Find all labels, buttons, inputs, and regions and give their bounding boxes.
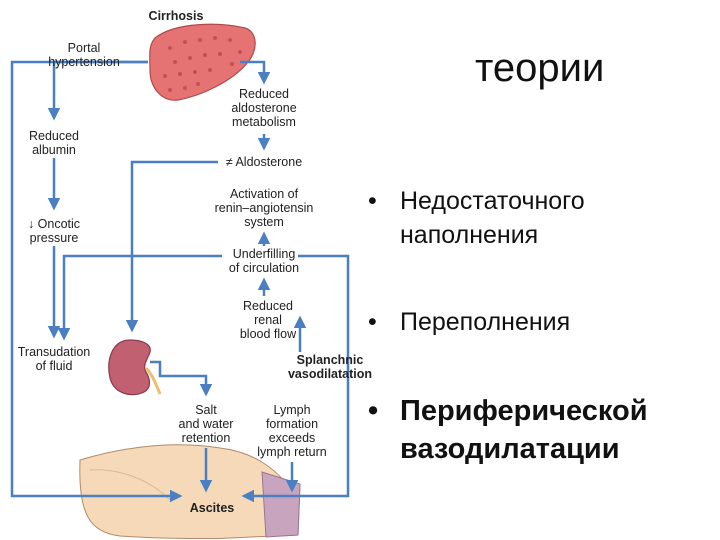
svg-text:blood flow: blood flow: [240, 327, 297, 341]
svg-text:Activation of: Activation of: [230, 187, 299, 201]
svg-text:formation: formation: [266, 417, 318, 431]
bullet-item-overflow: • Переполнения: [368, 305, 720, 339]
svg-text:Reduced: Reduced: [243, 299, 293, 313]
reduced-albumin-label: Reduced albumin: [29, 129, 79, 157]
svg-text:↓ Oncotic: ↓ Oncotic: [28, 217, 80, 231]
liver-texture: [163, 36, 242, 92]
svg-text:exceeds: exceeds: [269, 431, 316, 445]
svg-text:Reduced: Reduced: [239, 87, 289, 101]
svg-text:of fluid: of fluid: [36, 359, 73, 373]
oncotic-pressure-label: ↓ Oncotic pressure: [28, 217, 80, 245]
svg-text:metabolism: metabolism: [232, 115, 296, 129]
svg-text:Transudation: Transudation: [18, 345, 91, 359]
bullet-text: Недостаточного наполнения: [400, 187, 585, 249]
svg-text:Salt: Salt: [195, 403, 217, 417]
svg-text:≠ Aldosterone: ≠ Aldosterone: [226, 155, 302, 169]
bullet-dot: •: [368, 308, 377, 336]
patient-abdomen-illustration: [79, 444, 301, 540]
ascites-pathogenesis-diagram: Cirrhosis Portal hypertension Reduced al…: [10, 9, 372, 540]
reduced-renal-blood-flow-label: Reduced renal blood flow: [240, 299, 297, 341]
bullet-text: Переполнения: [400, 308, 571, 336]
liver-illustration: [149, 23, 256, 101]
svg-text:hypertension: hypertension: [48, 55, 120, 69]
reduced-aldosterone-metabolism-label: Reduced aldosterone metabolism: [231, 87, 296, 129]
cirrhosis-label: Cirrhosis: [149, 9, 204, 23]
svg-text:albumin: albumin: [32, 143, 76, 157]
svg-text:aldosterone: aldosterone: [231, 101, 296, 115]
svg-text:vasodilatation: vasodilatation: [288, 367, 372, 381]
kidney-illustration: [108, 339, 162, 396]
svg-text:system: system: [244, 215, 284, 229]
underfilling-label: Underfilling of circulation: [229, 247, 299, 275]
svg-text:retention: retention: [182, 431, 231, 445]
bullet-dot: •: [368, 187, 377, 215]
svg-text:Cirrhosis: Cirrhosis: [149, 9, 204, 23]
svg-text:of circulation: of circulation: [229, 261, 299, 275]
svg-text:and water: and water: [179, 417, 234, 431]
svg-text:lymph return: lymph return: [257, 445, 327, 459]
lymph-formation-label: Lymph formation exceeds lymph return: [257, 403, 327, 459]
svg-text:Portal: Portal: [68, 41, 101, 55]
aldosterone-label: ≠ Aldosterone: [226, 155, 302, 169]
flow-arrows: [10, 60, 350, 503]
svg-text:Ascites: Ascites: [190, 501, 235, 515]
svg-text:Reduced: Reduced: [29, 129, 79, 143]
bullet-text: Периферической вазодилатации: [400, 395, 648, 465]
svg-text:renal: renal: [254, 313, 282, 327]
bullet-item-underfilling: • Недостаточного наполнения: [368, 184, 720, 252]
raas-activation-label: Activation of renin–angiotensin system: [215, 187, 314, 229]
ascites-label: Ascites: [190, 501, 235, 515]
svg-text:Lymph: Lymph: [273, 403, 310, 417]
bullet-dot: •: [368, 395, 379, 427]
svg-text:Underfilling: Underfilling: [233, 247, 296, 261]
splanchnic-vasodilatation-label: Splanchnic vasodilatation: [288, 353, 372, 381]
bullet-item-peripheral-vasodilatation: • Периферической вазодилатации: [368, 392, 720, 468]
svg-text:pressure: pressure: [30, 231, 79, 245]
slide-title: теории: [475, 46, 605, 90]
salt-water-retention-label: Salt and water retention: [179, 403, 234, 445]
svg-text:renin–angiotensin: renin–angiotensin: [215, 201, 314, 215]
transudation-label: Transudation of fluid: [18, 345, 91, 373]
svg-text:Splanchnic: Splanchnic: [297, 353, 364, 367]
portal-hypertension-label: Portal hypertension: [48, 41, 120, 69]
